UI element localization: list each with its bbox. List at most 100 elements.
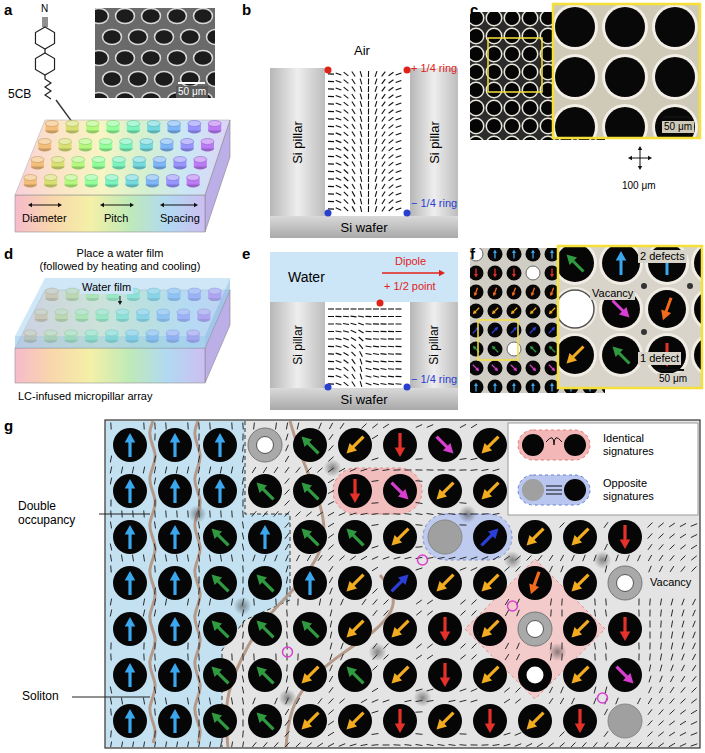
director-tick	[352, 87, 355, 92]
arrow-line	[397, 667, 409, 679]
director-tick	[361, 513, 368, 514]
director-tick	[286, 665, 288, 672]
occupied-pillar	[293, 474, 327, 508]
arrow-line	[532, 308, 536, 312]
arrow-head	[215, 433, 226, 443]
occupied-pillar	[113, 566, 147, 600]
arrow-line	[128, 625, 131, 641]
director-tick	[341, 599, 344, 605]
director-tick	[329, 676, 332, 682]
arrow-line	[128, 533, 131, 549]
occupied-pillar	[203, 612, 237, 646]
sem-hole	[103, 72, 122, 87]
director-tick	[375, 184, 377, 190]
director-tick	[328, 88, 334, 89]
vacancy-pillar	[507, 342, 521, 356]
director-tick	[372, 480, 379, 481]
bright-ring	[602, 104, 648, 138]
director-tick	[352, 176, 355, 181]
director-tick	[361, 424, 366, 429]
pillar-hole	[523, 65, 537, 79]
occupied-pillar	[203, 474, 237, 508]
legend-text: Identical signatures	[603, 432, 688, 458]
occupied-pillar	[526, 248, 541, 262]
director-tick	[388, 338, 394, 339]
director-tick	[110, 511, 112, 518]
bright-ring	[486, 12, 503, 27]
triple-bond	[43, 17, 44, 27]
director-tick	[460, 600, 465, 604]
director-tick	[649, 599, 651, 606]
director-tick	[339, 744, 345, 747]
arrow-head	[257, 621, 268, 632]
director-tick	[341, 654, 344, 660]
arrow-head	[302, 483, 313, 494]
director-tick	[110, 500, 111, 507]
director-tick	[660, 621, 662, 628]
arrow-head	[550, 292, 554, 296]
director-tick	[198, 445, 200, 452]
director-tick	[330, 599, 332, 606]
director-tick	[352, 367, 355, 372]
director-tick	[328, 208, 334, 209]
arrow-line	[530, 365, 534, 369]
director-tick	[670, 687, 674, 693]
arrow-line	[307, 626, 319, 638]
director-tick	[275, 423, 277, 430]
occupied-pillar	[203, 566, 237, 600]
director-tick	[388, 346, 394, 347]
director-tick	[368, 184, 369, 190]
director-tick	[416, 469, 423, 470]
director-tick	[336, 200, 341, 202]
arrow-head	[512, 292, 516, 296]
bright-ring	[470, 46, 485, 63]
director-tick	[344, 125, 349, 129]
director-tick	[253, 654, 254, 661]
director-tick	[253, 423, 255, 430]
director-tick	[449, 469, 456, 470]
director-tick	[231, 742, 232, 747]
director-tick	[649, 621, 650, 628]
arrow-line	[487, 575, 499, 587]
director-tick	[594, 599, 596, 606]
arrow-line	[163, 205, 195, 206]
sem-hole	[181, 72, 200, 87]
occupied-pillar	[526, 304, 541, 319]
director-tick	[329, 445, 334, 450]
director-tick	[571, 698, 574, 704]
director-tick	[389, 147, 394, 151]
director-tick	[594, 654, 595, 661]
arrow-head	[212, 621, 223, 632]
director-tick	[242, 577, 243, 584]
arrow-line	[492, 329, 496, 333]
director-tick	[242, 643, 243, 650]
vacancy-pillar	[608, 566, 642, 600]
director-tick	[329, 555, 334, 560]
director-tick	[352, 184, 355, 189]
arrow-head	[347, 719, 358, 730]
bright-ring	[599, 333, 643, 377]
director-tick	[242, 467, 243, 474]
arrow-head	[392, 673, 403, 684]
director-tick	[351, 330, 357, 332]
director-tick	[329, 687, 333, 693]
arrow-line	[262, 672, 274, 684]
director-tick	[344, 199, 348, 203]
arrow-head	[493, 250, 497, 254]
vacancy-pillar	[248, 428, 282, 462]
lattice-map	[106, 421, 697, 747]
defect-dot	[325, 67, 332, 74]
arrow-line	[613, 301, 625, 313]
director-tick	[242, 720, 243, 727]
water-film-front	[15, 336, 205, 348]
arrow-head	[513, 367, 517, 371]
arrow-head	[440, 631, 451, 641]
bright-ring	[504, 118, 521, 135]
arrow-head	[125, 617, 136, 627]
occupied-pillar	[248, 658, 282, 692]
arrow-line	[307, 667, 319, 679]
director-tick	[263, 511, 267, 516]
pillar-hole	[523, 47, 537, 61]
